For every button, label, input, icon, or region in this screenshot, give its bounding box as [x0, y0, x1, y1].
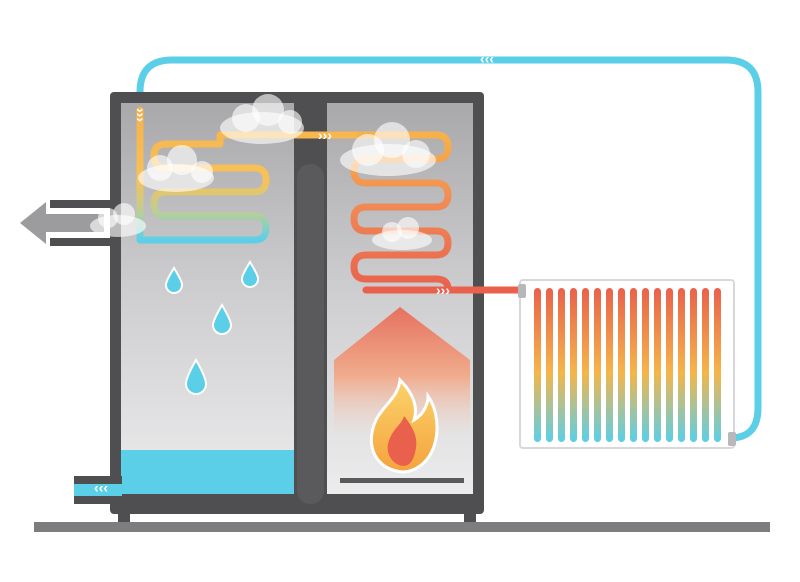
- water-droplets: [164, 260, 260, 395]
- radiator-valve-top: [518, 284, 526, 298]
- flow-marker-down: ›››: [133, 108, 149, 122]
- exhaust-arrow-icon: [20, 202, 104, 244]
- steam-cloud-icon: [90, 203, 146, 237]
- water-droplet-icon: [211, 303, 233, 335]
- heat-rise-arrow: [334, 307, 470, 432]
- steam-cloud-icon: [138, 145, 214, 192]
- water-droplet-icon: [184, 357, 208, 395]
- water-droplet-icon: [240, 260, 260, 288]
- radiator: [518, 279, 736, 449]
- collected-water: [121, 450, 294, 494]
- condensation-chamber: [121, 103, 294, 494]
- flow-marker-coil: ›››: [318, 127, 332, 143]
- steam-cloud-icon: [220, 94, 304, 144]
- flow-marker-top: ›››: [480, 53, 494, 69]
- steam-clouds: [90, 94, 436, 250]
- radiator-valve-bottom: [728, 432, 736, 446]
- steam-cloud-icon: [340, 122, 436, 176]
- radiator-fins: [534, 288, 721, 442]
- flow-marker-supply: ›››: [436, 282, 450, 298]
- flue-channel: [297, 164, 324, 504]
- burner-plate: [340, 478, 464, 483]
- flow-markers: ››› ››› ››› ››› ›››: [94, 53, 494, 498]
- boiler-foot-left: [118, 512, 130, 522]
- flame-icon: [369, 376, 439, 474]
- flow-marker-inlet: ›››: [94, 482, 108, 498]
- inlet-pipe: [74, 476, 122, 504]
- steam-cloud-icon: [372, 217, 432, 250]
- exhaust-outlet: [20, 200, 112, 246]
- water-droplet-icon: [164, 266, 184, 294]
- floor-line: [34, 522, 770, 532]
- return-pipe: [136, 56, 762, 442]
- boiler-foot-right: [464, 512, 476, 522]
